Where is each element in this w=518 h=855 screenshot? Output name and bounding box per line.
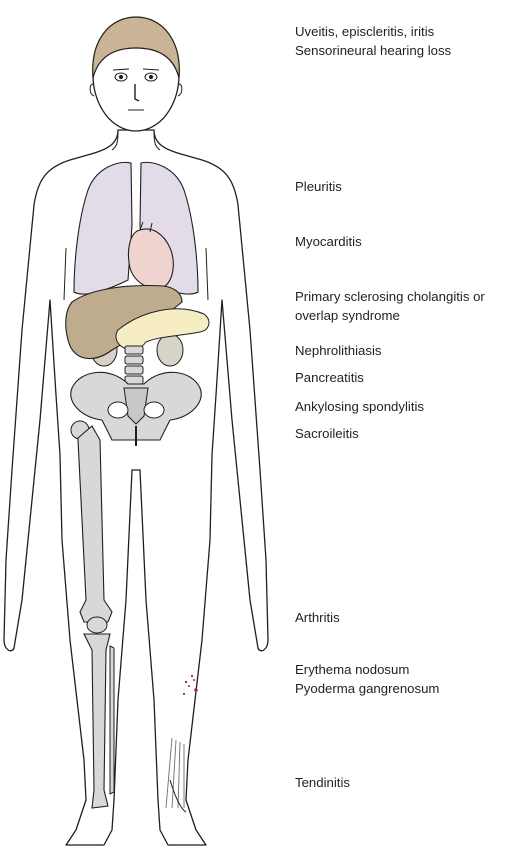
label-eyes-line2: Sensorineural hearing loss <box>295 41 517 60</box>
label-eyes: Uveitis, episcleritis, iritis Sensorineu… <box>295 22 517 60</box>
label-kidney: Nephrolithiasis <box>295 341 517 360</box>
label-liver: Primary sclerosing cholangitis or overla… <box>295 287 517 325</box>
label-skin: Erythema nodosum Pyoderma gangrenosum <box>295 660 517 698</box>
right-kidney <box>157 334 183 366</box>
label-skin-line1: Erythema nodosum <box>295 660 517 679</box>
label-pancreas: Pancreatitis <box>295 368 517 387</box>
label-skin-line2: Pyoderma gangrenosum <box>295 679 517 698</box>
label-liver-line2: overlap syndrome <box>295 306 517 325</box>
patella <box>87 617 107 633</box>
label-liver-line1: Primary sclerosing cholangitis or <box>295 287 517 306</box>
label-eyes-line1: Uveitis, episcleritis, iritis <box>295 22 517 41</box>
human-body-illustration <box>0 0 270 855</box>
label-sacrum: Sacroileitis <box>295 424 517 443</box>
label-pleura: Pleuritis <box>295 177 517 196</box>
label-heart: Myocarditis <box>295 232 517 251</box>
label-tendon: Tendinitis <box>295 773 517 792</box>
label-joints: Arthritis <box>295 608 517 627</box>
label-spine: Ankylosing spondylitis <box>295 397 517 416</box>
